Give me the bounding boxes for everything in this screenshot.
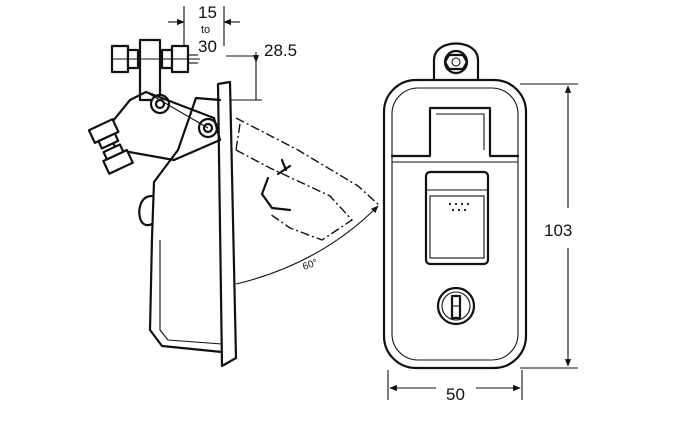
angle-arc [235,205,379,285]
offset-min-label: 15 [198,3,217,22]
key-lock [436,286,476,326]
side-view: 60° 15 to 30 28.5 [87,3,381,368]
offset-dimension [168,6,240,46]
offset-connector-label: to [201,24,210,36]
push-button [424,170,490,266]
top-mounting-lug [432,42,480,82]
height-dimension [520,83,578,369]
handle-recess [390,106,520,158]
front-view: 103 50 [382,42,578,404]
offset-max-label: 30 [198,37,217,56]
open-position-phantom [235,117,381,241]
lever-nut-stack [87,118,134,175]
height-label: 103 [544,221,572,240]
angle-label: 60° [301,257,319,273]
plate-offset-dimension [226,52,262,101]
width-dimension [387,370,523,400]
side-knob [138,194,154,227]
upper-bracket [138,38,162,102]
button-dots [448,202,470,212]
nut-bolt-assembly [110,44,200,74]
front-plate [382,78,528,370]
mounting-plate [216,80,238,368]
plate-offset-label: 28.5 [264,41,297,60]
width-label: 50 [446,385,465,404]
housing-body [148,96,224,354]
